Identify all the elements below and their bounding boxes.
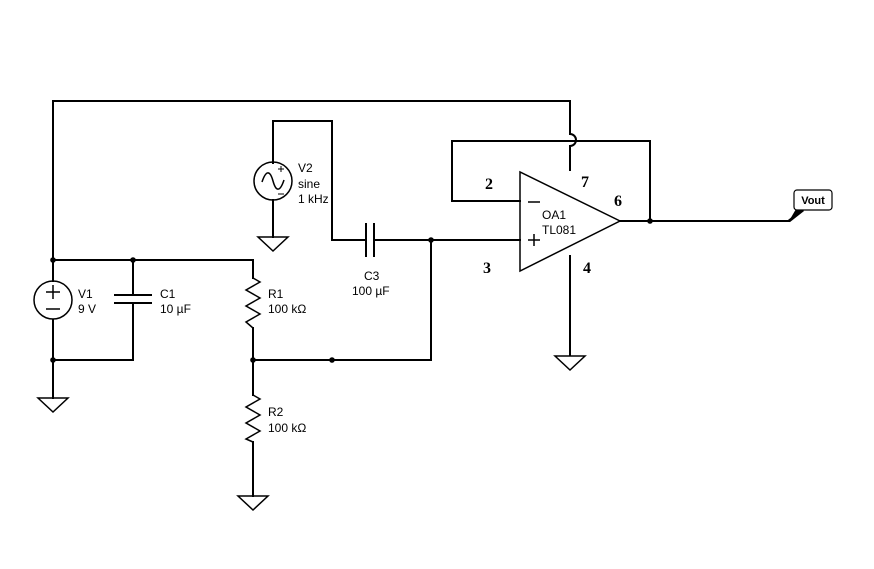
wire-supply-row <box>52 259 254 279</box>
wire-c1-bottom <box>52 302 134 361</box>
junction-dot <box>647 218 653 224</box>
junction-dot <box>428 237 434 243</box>
v1-value-label: 9 V <box>78 302 96 316</box>
resistor-icon[interactable] <box>244 277 262 329</box>
r1-name-label: R1 <box>268 287 284 301</box>
v2-name-label: V2 <box>298 161 313 175</box>
c3-value-label: 100 µF <box>352 284 390 298</box>
v2-freq-label: 1 kHz <box>298 192 329 206</box>
wire-bias-row <box>252 239 432 361</box>
ground-symbol-icon <box>256 236 290 253</box>
ac-sine-source-icon[interactable] <box>253 161 293 201</box>
junction-dot <box>329 357 335 363</box>
pin-2-label: 2 <box>485 176 493 193</box>
pin-6-label: 6 <box>614 193 622 210</box>
resistor-icon[interactable] <box>244 394 262 443</box>
wire-top-rail <box>52 100 577 171</box>
junction-dot <box>50 357 56 363</box>
v1-name-label: V1 <box>78 287 93 301</box>
vout-label: Vout <box>801 195 825 207</box>
junction-dot <box>250 357 256 363</box>
junctions <box>50 218 653 363</box>
wires <box>52 100 790 497</box>
ground-symbol-icon <box>236 495 270 512</box>
v2-type-label: sine <box>298 177 320 191</box>
pin-3-label: 3 <box>483 260 491 277</box>
wire-feedback <box>451 140 651 222</box>
pin-4-label: 4 <box>583 260 591 277</box>
oa1-name-label: OA1 <box>542 208 566 222</box>
pin-7-label: 7 <box>581 174 589 191</box>
vout-tag[interactable]: Vout <box>788 189 833 223</box>
c1-value-label: 10 µF <box>160 302 191 316</box>
oa1-part-label: TL081 <box>542 223 576 237</box>
opamp-icon[interactable] <box>519 170 622 273</box>
capacitor-icon[interactable] <box>114 294 152 304</box>
r1-value-label: 100 kΩ <box>268 302 306 316</box>
r2-value-label: 100 kΩ <box>268 421 306 435</box>
ground-symbol-icon <box>36 397 70 414</box>
wire-v2-top <box>272 120 366 241</box>
c1-name-label: C1 <box>160 287 176 301</box>
c3-name-label: C3 <box>364 269 380 283</box>
r2-name-label: R2 <box>268 405 284 419</box>
junction-dot <box>50 257 56 263</box>
junction-dot <box>130 257 136 263</box>
ground-symbol-icon <box>553 355 587 372</box>
dc-voltage-source-icon[interactable] <box>33 280 73 320</box>
capacitor-icon[interactable] <box>365 223 375 257</box>
